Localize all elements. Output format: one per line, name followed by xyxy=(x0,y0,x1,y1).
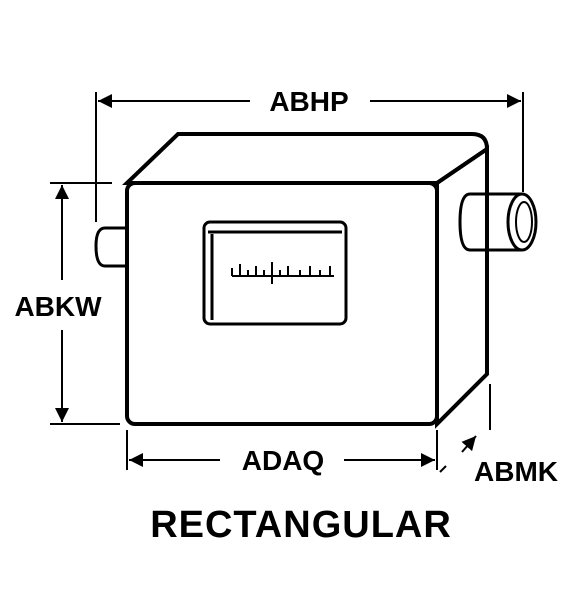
dim-label-abmk: ABMK xyxy=(474,456,558,487)
dim-label-adaq: ADAQ xyxy=(242,445,324,476)
meter-front-face xyxy=(125,181,439,426)
meter-window xyxy=(202,220,348,326)
meter-top-face xyxy=(122,132,490,185)
dimension-lines xyxy=(55,94,521,473)
dim-label-abhp: ABHP xyxy=(269,86,348,117)
diagram-caption: RECTANGULAR xyxy=(150,504,452,546)
extension-lines xyxy=(50,92,524,470)
meter-scale-marks xyxy=(231,262,334,284)
dim-label-abkw: ABKW xyxy=(14,291,102,322)
meter-body xyxy=(122,132,490,429)
right-terminal-stud xyxy=(458,192,538,252)
left-terminal-stud xyxy=(94,226,127,268)
meter-side-face xyxy=(435,145,489,429)
